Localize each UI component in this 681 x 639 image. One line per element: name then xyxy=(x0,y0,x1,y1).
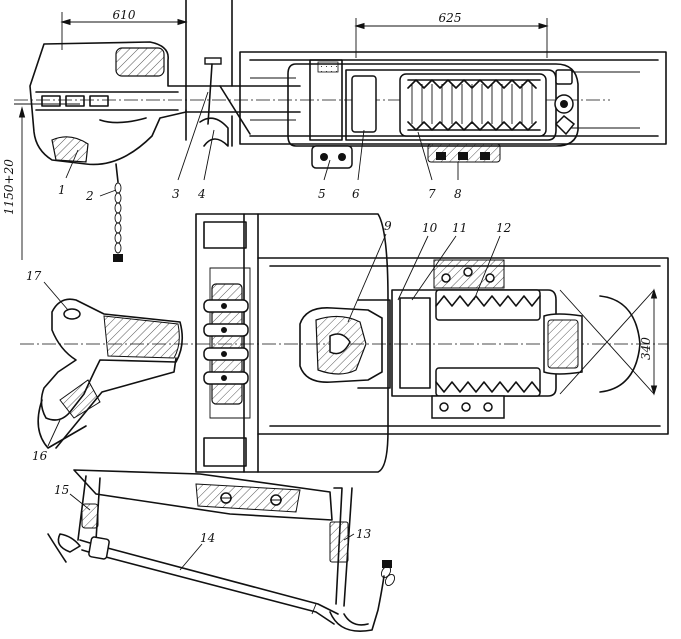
rod-linkage xyxy=(47,469,396,632)
dimension-1150: 1150+20 xyxy=(2,103,80,260)
top-spring-rack xyxy=(433,259,541,321)
uncoupling-lever xyxy=(37,298,184,449)
coupling-head xyxy=(29,41,187,166)
callout-7: 7 xyxy=(428,187,436,201)
dimension-1150-label: 1150+20 xyxy=(2,159,16,215)
dimension-610-label: 610 xyxy=(113,8,136,22)
chain xyxy=(113,163,123,262)
callout-14: 14 xyxy=(200,531,215,545)
callout-5: 5 xyxy=(318,187,326,201)
callout-6: 6 xyxy=(352,187,360,201)
draft-yoke xyxy=(391,289,583,397)
callout-1: 1 xyxy=(58,183,66,197)
callout-11: 11 xyxy=(452,221,467,235)
dimension-340: 340 xyxy=(639,288,658,396)
side-view: 610 625 1150+20 xyxy=(2,0,667,262)
callout-17: 17 xyxy=(26,269,42,283)
callout-10: 10 xyxy=(422,221,438,235)
callout-8: 8 xyxy=(454,187,462,201)
bottom-spring-rack xyxy=(431,367,541,419)
dimension-625-label: 625 xyxy=(439,11,462,25)
callout-9: 9 xyxy=(384,219,392,233)
dimension-340-label: 340 xyxy=(639,337,653,360)
buffer-housing xyxy=(287,59,579,169)
callout-4: 4 xyxy=(197,187,206,201)
dimension-625: 625 xyxy=(354,11,549,58)
callout-3: 3 xyxy=(172,187,180,201)
callout-12: 12 xyxy=(496,221,511,235)
pin-and-bracket xyxy=(199,57,251,147)
plan-view: 340 xyxy=(20,213,669,473)
callouts: 1 2 3 4 5 6 7 8 9 10 11 12 13 14 15 16 1 xyxy=(26,91,511,571)
callout-15: 15 xyxy=(54,483,69,497)
callout-13: 13 xyxy=(356,527,372,541)
callout-16: 16 xyxy=(32,449,48,463)
callout-2: 2 xyxy=(85,189,94,203)
coupler-head xyxy=(299,299,391,389)
